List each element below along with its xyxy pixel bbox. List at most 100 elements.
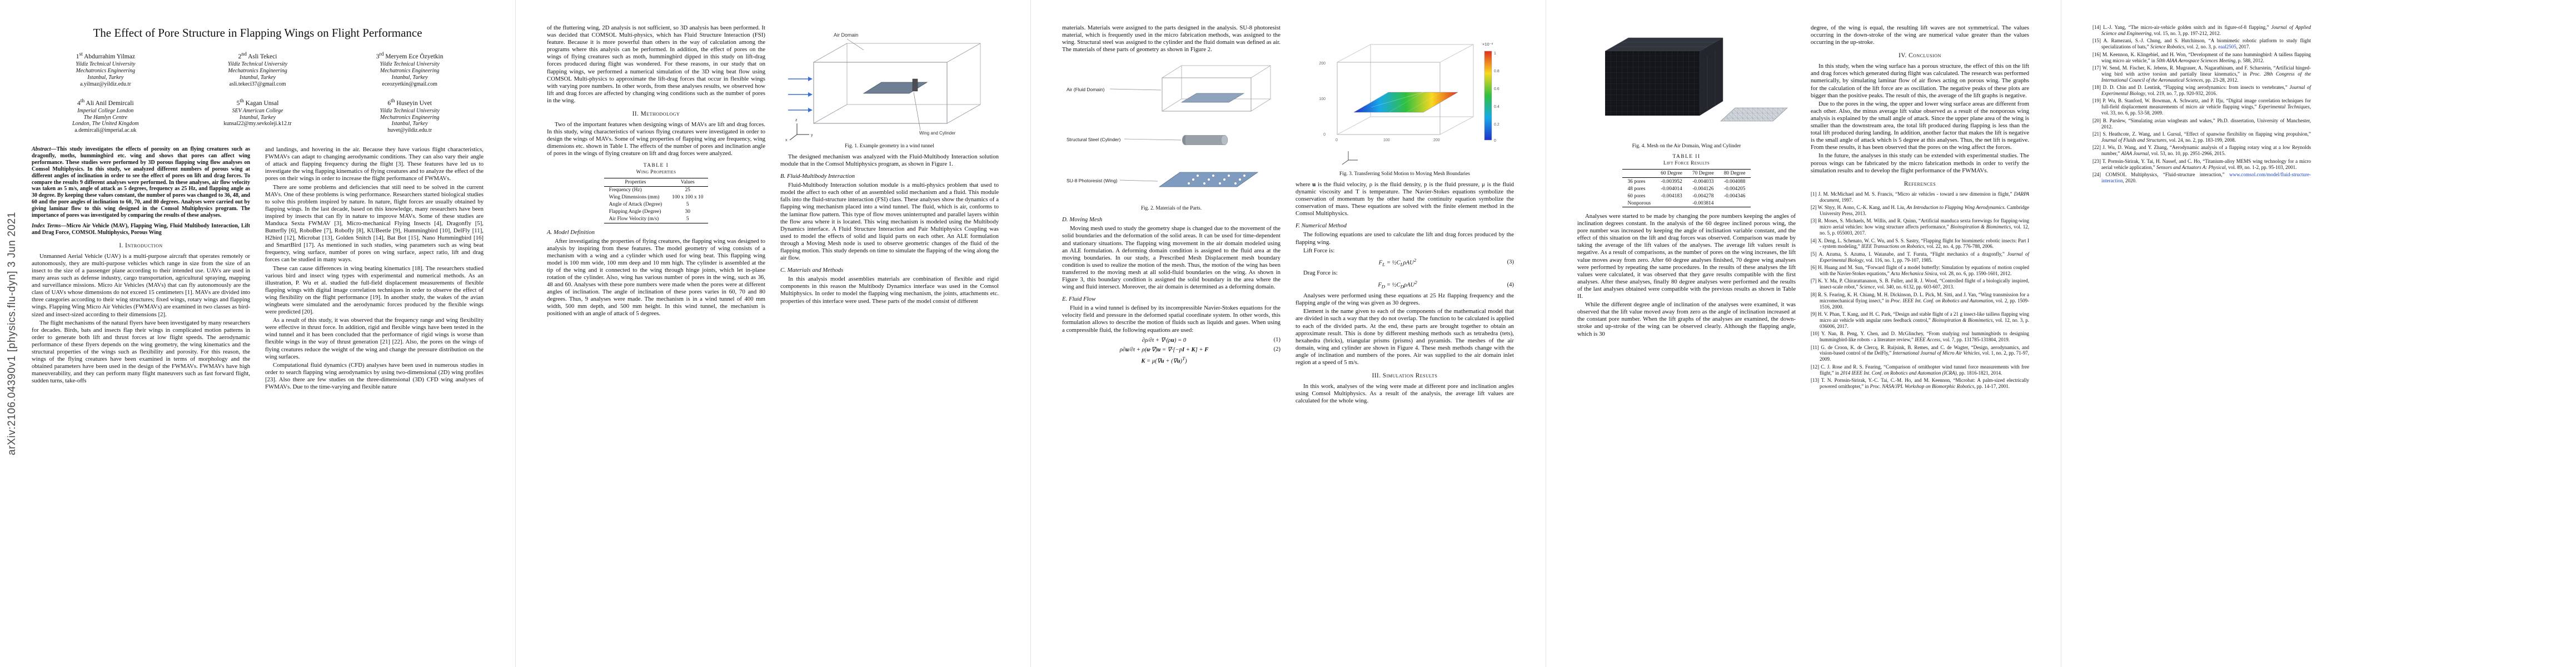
author-3: 3rd Meryem Ece Özyetkin Yildiz Technical… bbox=[336, 51, 484, 88]
fig2-cylinder-label: Structural Steel (Cylinder) bbox=[1067, 137, 1120, 142]
fig2-wing-label: SU-8 Photoresist (Wing) bbox=[1067, 178, 1118, 183]
table1-label: TABLE I bbox=[643, 162, 669, 168]
reference-item: [2] W. Shyy, H. Aono, C.-K. Kang, and H.… bbox=[1811, 205, 2029, 216]
fig1-x-axis-label: x bbox=[785, 138, 788, 142]
reference-item: [7] K. Y. Ma, P. Chirarattananon, S. B. … bbox=[1811, 278, 2029, 290]
table2-title: Lift Force Results bbox=[1663, 161, 1710, 166]
table1-header-cell: Values bbox=[667, 178, 709, 187]
author-2: 2nd Asli Tekeci Yildiz Technical Univers… bbox=[184, 51, 332, 88]
equation-body: ρ∂u/∂t + ρ(u·∇)u = ∇·[−pI + K] + F bbox=[1119, 346, 1209, 353]
equation-body: FD = ½CDρAU2 bbox=[1378, 280, 1417, 290]
index-terms: Index Terms—Micro Air Vehicle (MAV), Fla… bbox=[32, 223, 250, 236]
paragraph: Unmanned Aerial Vehicle (UAV) is a multi… bbox=[32, 252, 250, 318]
figure-3-image: ×10⁻³ 1 0.8 0.6 0.4 0.2 0 0 100 200 200 … bbox=[1319, 42, 1499, 165]
table-cell: 5 bbox=[686, 216, 689, 222]
table1-title: Wing Properties bbox=[636, 169, 676, 175]
table-cell: -0.004126 bbox=[1692, 186, 1714, 192]
fig1-z-axis-label: z bbox=[795, 118, 798, 122]
page-5: [14] L.-J. Yang, “The micro-air-vehicle … bbox=[2061, 0, 2576, 667]
table-cell: Air Flow Velocity (m/s) bbox=[609, 216, 659, 222]
table1-caption: TABLE I Wing Properties bbox=[547, 162, 765, 176]
fig3-colorbar-tick: 0.6 bbox=[1494, 87, 1499, 91]
table-cell: 100 x 100 x 10 bbox=[672, 195, 704, 200]
table-row: 60 pores -0.004183 -0.004278 -0.004346 bbox=[1622, 192, 1750, 200]
page4-left-column: Fig. 4. Mesh on the Air Domain, Wing and… bbox=[1577, 24, 1796, 391]
reference-item: [11] G. de Croon, K. de Clercq, R. Ruijs… bbox=[1811, 344, 2030, 362]
paragraph: The flight mechanisms of the natural fly… bbox=[32, 319, 250, 385]
author-1: 1st Abdurrahim Yilmaz Yildiz Technical U… bbox=[32, 51, 180, 88]
table-cell: 30 bbox=[685, 209, 690, 215]
fig2-air-label: Air (Fluid Domain) bbox=[1067, 87, 1105, 92]
equation-body: FL = ½CLρAU2 bbox=[1378, 257, 1417, 267]
paragraph: materials. Materials were assigned to th… bbox=[1062, 24, 1280, 53]
fig3-x-tick: 200 bbox=[1433, 138, 1440, 142]
table-row: 36 pores -0.003952 -0.004033 -0.004088 bbox=[1622, 178, 1750, 186]
table2-caption: TABLE II Lift Force Results bbox=[1577, 153, 1796, 167]
author-affiliation: Yildiz Technical University bbox=[380, 107, 440, 114]
author-name: 4th Ali Anil Demircali bbox=[77, 97, 134, 107]
table-cell: 5 bbox=[686, 202, 689, 207]
equation-4-drag-force: FD = ½CDρAU2 (4) bbox=[1296, 280, 1514, 290]
page1-right-column: and landings, and hovering in the air. B… bbox=[265, 146, 484, 392]
author-city: Istanbul, Turkey bbox=[391, 74, 428, 81]
author-city: Istanbul, Turkey bbox=[87, 74, 124, 81]
fig3-x-tick: 0 bbox=[1336, 138, 1338, 142]
paragraph: Computational fluid dynamics (CFD) analy… bbox=[265, 361, 484, 391]
table-row: Frequency (Hz)25 bbox=[604, 186, 709, 194]
equation-number: (3) bbox=[1507, 259, 1514, 266]
table-cell: Wing Dimensions (mm) bbox=[609, 195, 660, 200]
reference-item: [14] L.-J. Yang, “The micro-air-vehicle … bbox=[2092, 24, 2311, 36]
page-2: of the fluttering wing, 2D analysis is n… bbox=[515, 0, 1030, 667]
author-5: 5th Kagan Unsal SEV American College Ist… bbox=[184, 98, 332, 135]
table-cell: 36 pores bbox=[1627, 178, 1646, 185]
author-department: The Hamlyn Centre bbox=[83, 114, 128, 121]
paragraph: Analyses were started to be made by chan… bbox=[1577, 213, 1796, 300]
author-4: 4th Ali Anil Demircali Imperial College … bbox=[32, 98, 180, 135]
table1-header-cell: Properties bbox=[604, 178, 667, 187]
author-affiliation: SEV American College bbox=[232, 107, 283, 114]
author-affiliation: Yildiz Technical University bbox=[76, 61, 136, 68]
author-email: eceozyetkin@gmail.com bbox=[382, 81, 437, 87]
reference-item: [10] Y. Nan, B. Peng, Y. Chen, and D. Mc… bbox=[1811, 331, 2029, 343]
equation-number: (1) bbox=[1273, 337, 1280, 344]
equation-body: ∂ρ/∂t + ∇·(ρu) = 0 bbox=[1142, 337, 1187, 344]
equation-number: (2) bbox=[1273, 346, 1280, 353]
page3-left-column: materials. Materials were assigned to th… bbox=[1062, 24, 1280, 406]
fig3-x-tick: 100 bbox=[1383, 138, 1390, 142]
author-email: huvet@yildiz.edu.tr bbox=[387, 127, 432, 134]
paragraph: The following equations are used to calc… bbox=[1296, 231, 1514, 246]
page1-left-column: Abstract—This study investigates the eff… bbox=[32, 146, 250, 392]
figure-4-caption: Fig. 4. Mesh on the Air Domain, Wing and… bbox=[1632, 143, 1741, 149]
fig3-colorbar-tick: 0.2 bbox=[1494, 123, 1499, 127]
reference-item: [4] X. Deng, L. Schenato, W. C. Wu, and … bbox=[1811, 237, 2029, 250]
fig3-colorbar-tick: 0 bbox=[1494, 139, 1496, 143]
paragraph: In this analysis model assemblies materi… bbox=[780, 276, 999, 305]
figure-4-image bbox=[1605, 37, 1788, 122]
table-cell: Angle of Attack (Degree) bbox=[609, 202, 662, 207]
table-cell: -0.003814 bbox=[1692, 200, 1714, 206]
author-name: 2nd Asli Tekeci bbox=[238, 51, 277, 60]
table-cell: -0.004183 bbox=[1661, 193, 1682, 199]
figure-3-caption: Fig. 3. Transferring Solid Motion to Mov… bbox=[1339, 171, 1470, 177]
paragraph: While the different degree angle of incl… bbox=[1577, 301, 1796, 337]
table-cell: -0.004346 bbox=[1723, 193, 1746, 199]
figure-2-caption: Fig. 2. Materials of the Parts. bbox=[1140, 206, 1202, 212]
table-cell: -0.004088 bbox=[1723, 178, 1746, 185]
paragraph: Moving mesh used to study the geometry s… bbox=[1062, 225, 1280, 291]
reference-item: [12] C. J. Rose and R. S. Fearing, “Comp… bbox=[1811, 364, 2029, 376]
paper-title: The Effect of Pore Structure in Flapping… bbox=[93, 26, 422, 39]
paragraph: degree, of the wing is equal, the result… bbox=[1811, 24, 2029, 46]
drag-force-lead: Drag Force is: bbox=[1303, 270, 1338, 277]
fig3-z-tick: 0 bbox=[1323, 133, 1326, 137]
section-heading-simulation-results: III. Simulation Results bbox=[1372, 372, 1438, 380]
reference-item: [19] P. Wu, B. Stanford, W. Bowman, A. S… bbox=[2092, 98, 2311, 116]
paragraph: In this study, when the wing surface has… bbox=[1811, 63, 2029, 99]
reference-item: [5] A. Azuma, S. Azuma, I. Watanabe, and… bbox=[1811, 251, 2030, 263]
table-cell: 48 pores bbox=[1627, 186, 1646, 192]
author-name: 6th Huseyin Uvet bbox=[387, 97, 432, 107]
paragraph: Due to the pores in the wing, the upper … bbox=[1811, 100, 2029, 151]
paragraph: In this work, analyses of the wing were … bbox=[1296, 383, 1514, 405]
figure-1: Air Domain Wing and Cylinder z y x Fig. … bbox=[780, 28, 999, 149]
fig3-z-tick: 200 bbox=[1319, 62, 1326, 66]
